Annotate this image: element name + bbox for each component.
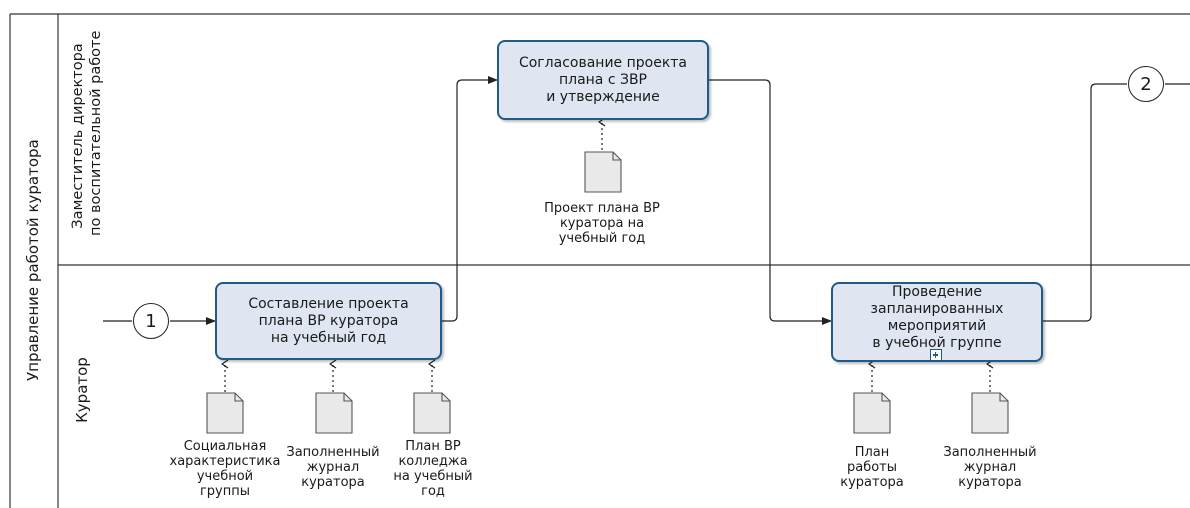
flow-approve-to-conduct bbox=[709, 79, 832, 325]
document-icon-work-plan bbox=[853, 392, 891, 434]
doc-label-draft-doc: Проект плана ВР куратора на учебный год bbox=[544, 201, 660, 246]
document-icon-college-plan bbox=[413, 392, 451, 434]
task-approve-plan[interactable]: Согласование проекта плана с ЗВР и утвер… bbox=[497, 40, 709, 120]
doc-label-work-plan: План работы куратора bbox=[840, 445, 904, 490]
document-icon-draft-doc bbox=[584, 151, 622, 193]
document-icon-journal-2 bbox=[971, 392, 1009, 434]
flow-conduct-to-link bbox=[1043, 83, 1127, 322]
doc-label-journal-1: Заполненный журнал куратора bbox=[286, 445, 380, 490]
lane-label-line2: по воспитательной работе bbox=[88, 30, 104, 236]
lane-label-line1: Заместитель директора bbox=[70, 43, 86, 229]
lane-label-curator: Куратор bbox=[73, 357, 91, 423]
start-link-event[interactable]: 1 bbox=[133, 303, 169, 339]
task-conduct-events[interactable]: Проведение запланированных мероприятий в… bbox=[831, 282, 1043, 362]
doc-label-journal-2: Заполненный журнал куратора bbox=[943, 445, 1037, 490]
data-objects bbox=[206, 151, 1009, 434]
doc-label-social-char: Социальная характеристика учебной группы bbox=[169, 439, 281, 499]
task-conduct-events-label: Проведение запланированных мероприятий в… bbox=[870, 284, 1004, 351]
task-draft-plan[interactable]: Составление проекта плана ВР куратора на… bbox=[215, 282, 442, 360]
pool-frame bbox=[9, 13, 1190, 508]
document-icon-social-char bbox=[206, 392, 244, 434]
document-icon-journal-1 bbox=[315, 392, 353, 434]
pool-label: Управление работой куратора bbox=[24, 139, 42, 381]
link-out-event[interactable]: 2 bbox=[1128, 66, 1164, 102]
task-approve-plan-label: Согласование проекта плана с ЗВР и утвер… bbox=[518, 54, 688, 105]
flow-draft-to-approve bbox=[442, 76, 498, 322]
task-draft-plan-label: Составление проекта плана ВР куратора на… bbox=[248, 295, 409, 346]
lane-label-deputy-director: Заместитель директора по воспитательной … bbox=[69, 30, 105, 236]
subprocess-plus-icon[interactable] bbox=[930, 349, 942, 361]
sequence-flows bbox=[103, 76, 1190, 325]
doc-label-college-plan: План ВР колледжа на учебный год bbox=[393, 439, 473, 499]
